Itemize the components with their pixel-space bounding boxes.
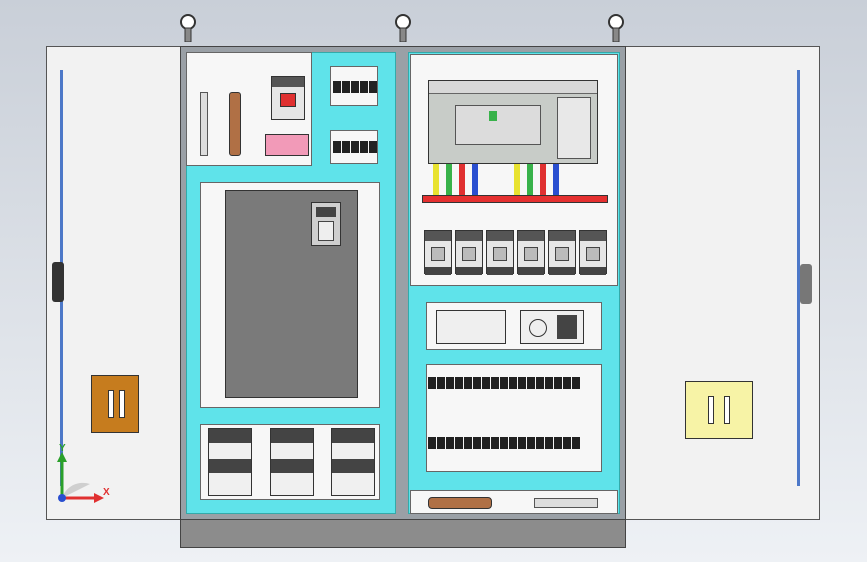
wire-red	[459, 164, 465, 196]
cabinet-plinth	[180, 518, 626, 548]
axis-y-label: Y	[59, 443, 66, 454]
bottom-terminal-rail	[534, 498, 598, 508]
terminal-row-1	[428, 376, 581, 394]
contactor-1[interactable]	[208, 428, 252, 496]
terminal-row-2	[428, 436, 581, 454]
upper-terminal-strip	[333, 80, 378, 98]
lifting-eye-icon	[178, 12, 198, 43]
ground-bar	[229, 92, 241, 156]
mcb-1[interactable]	[424, 230, 452, 275]
upper-terminal-strip-2	[333, 140, 378, 158]
io-module[interactable]	[436, 310, 506, 344]
ground-busbar	[428, 497, 492, 509]
wire-yellow	[433, 164, 439, 196]
mcb-6[interactable]	[579, 230, 607, 275]
main-breaker[interactable]	[271, 76, 305, 120]
right-door-hinge-rod	[797, 70, 800, 486]
mcb-3[interactable]	[486, 230, 514, 275]
contactor-2[interactable]	[270, 428, 314, 496]
power-supply-module[interactable]	[520, 310, 584, 344]
left-door-latch[interactable]	[52, 262, 64, 302]
red-busbar	[422, 195, 608, 203]
wire-green	[446, 164, 452, 196]
lifting-eye-icon	[393, 12, 413, 43]
wire-green-2	[527, 164, 533, 196]
wire-red-2	[540, 164, 546, 196]
drive-keypad[interactable]	[311, 202, 341, 246]
right-door-latch[interactable]	[800, 264, 812, 304]
right-door[interactable]	[624, 46, 820, 520]
mcb-4[interactable]	[517, 230, 545, 275]
fuse-blocks	[265, 134, 309, 156]
axis-triad-icon	[50, 444, 116, 508]
mcb-2[interactable]	[455, 230, 483, 275]
right-door-handle[interactable]	[685, 381, 753, 439]
mcb-5[interactable]	[548, 230, 576, 275]
contactor-3[interactable]	[331, 428, 375, 496]
left-door[interactable]	[46, 46, 184, 520]
left-door-handle[interactable]	[91, 375, 139, 433]
axis-x-label: X	[103, 487, 110, 498]
plc-unit[interactable]	[428, 80, 598, 164]
lifting-eye-icon	[606, 12, 626, 43]
terminal-rail	[200, 92, 208, 156]
wire-blue	[472, 164, 478, 196]
wire-yellow-2	[514, 164, 520, 196]
plc-status-led	[489, 111, 497, 121]
wire-blue-2	[553, 164, 559, 196]
